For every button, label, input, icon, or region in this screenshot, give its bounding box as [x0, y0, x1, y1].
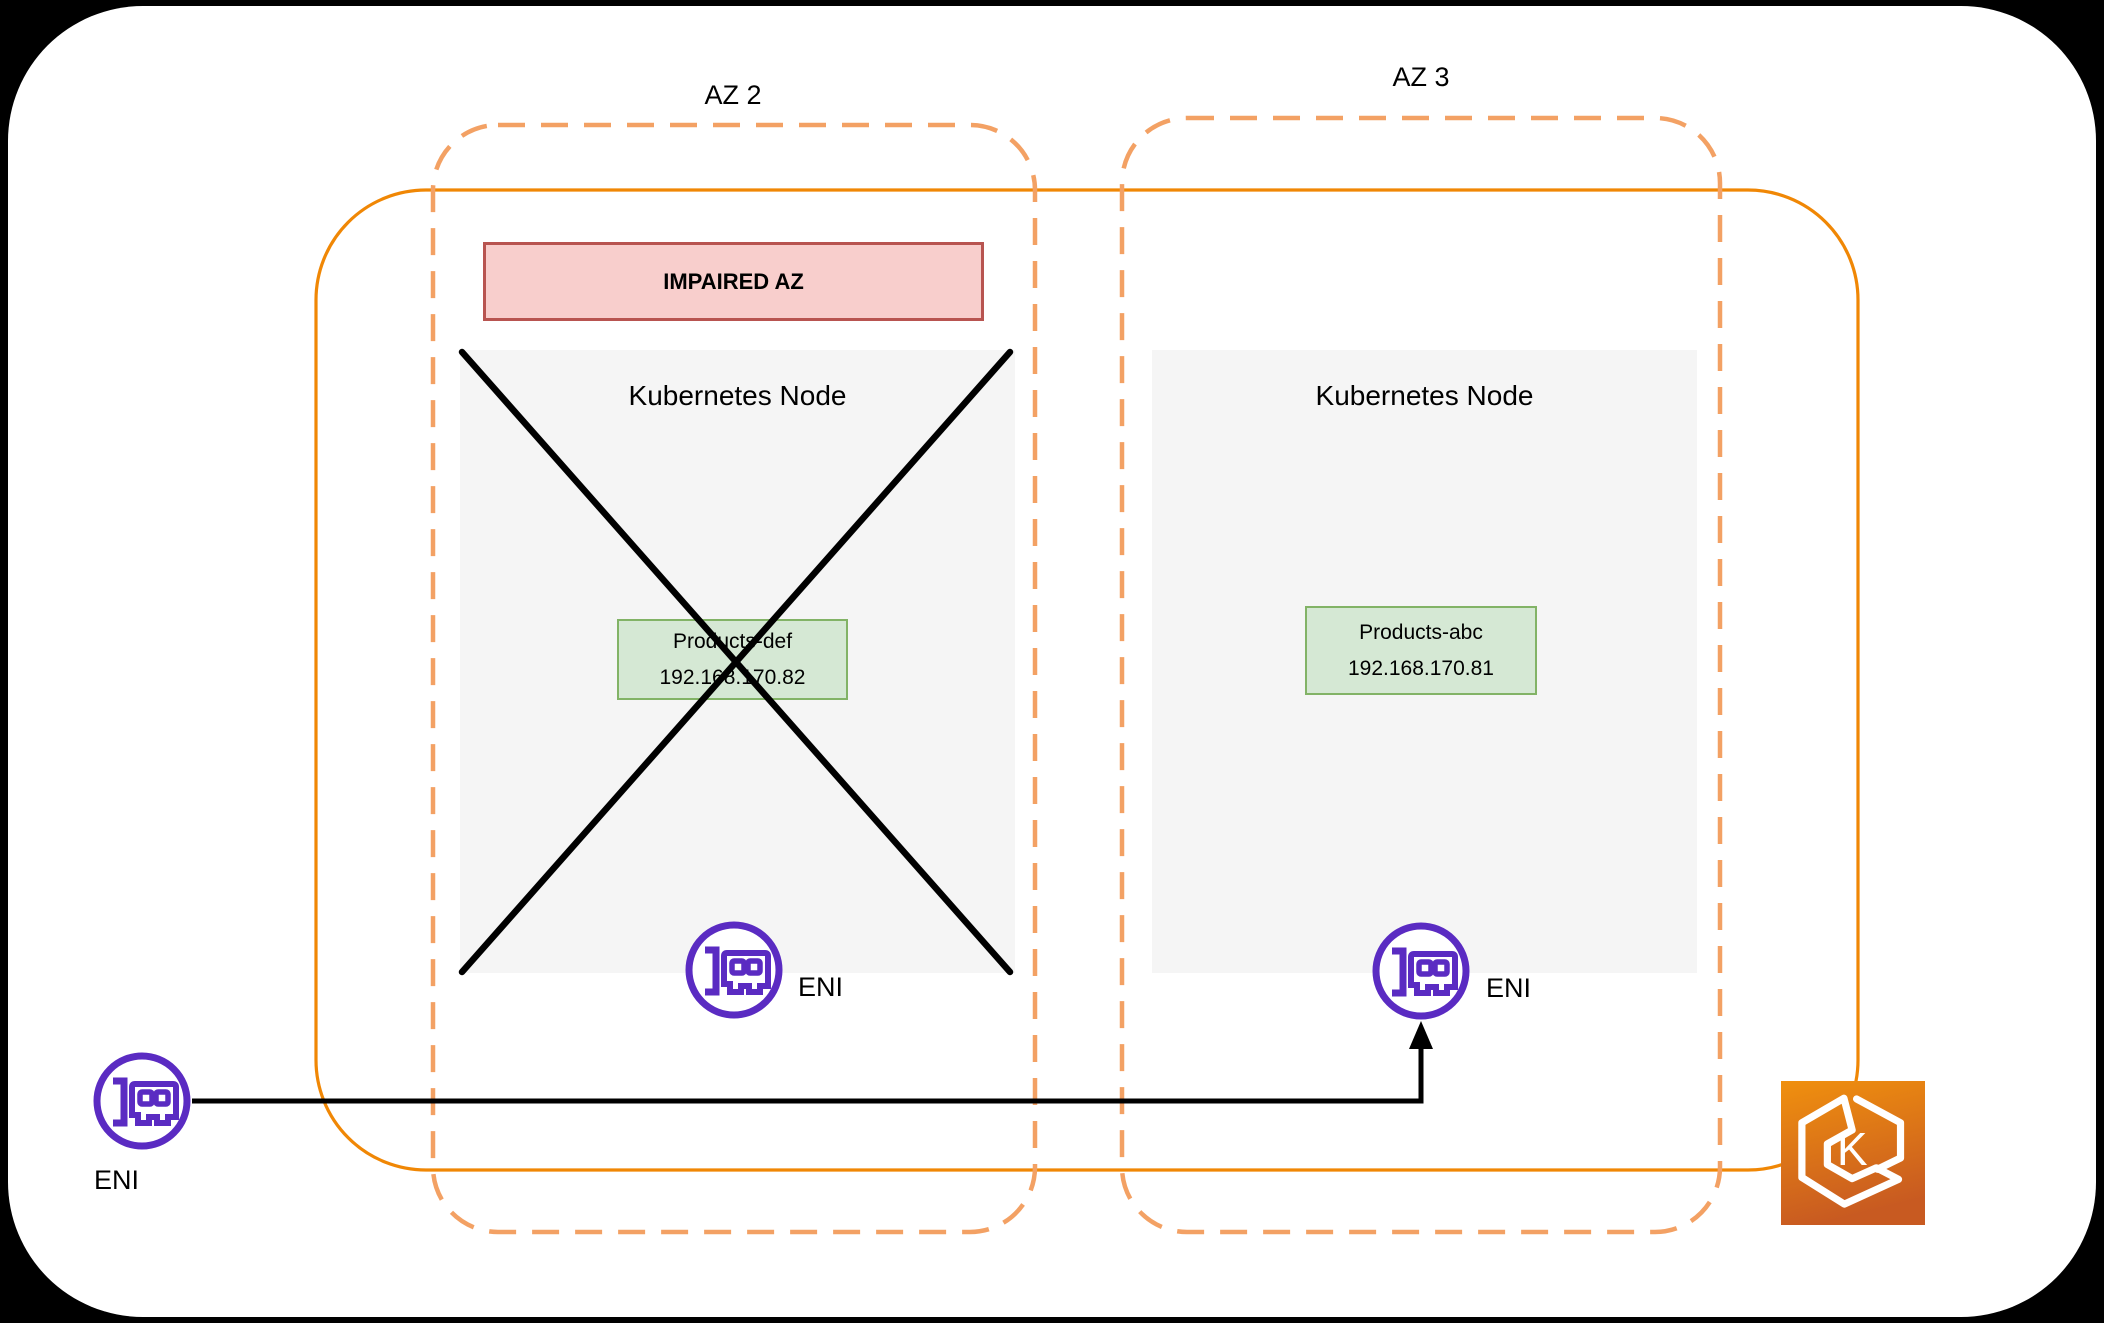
eni-label-right-node: ENI [1486, 973, 1532, 1003]
impaired-az-banner-text: IMPAIRED AZ [663, 268, 804, 294]
az2-label: AZ 2 [704, 80, 762, 110]
az3-label: AZ 3 [1392, 62, 1450, 92]
eni-label-external: ENI [94, 1165, 140, 1195]
impaired-az-banner: IMPAIRED AZ [483, 242, 984, 321]
node-title-left: Kubernetes Node [628, 380, 847, 411]
pod-products-abc: Products-abc 192.168.170.81 [1305, 606, 1537, 695]
eni-label-left-node: ENI [798, 972, 844, 1002]
pod-name: Products-def [672, 629, 793, 653]
pod-ip: 192.168.170.81 [1348, 656, 1494, 680]
pod-name: Products-abc [1359, 620, 1483, 644]
pod-products-def: Products-def 192.168.170.82 [617, 619, 848, 700]
diagram-sheet [8, 6, 2096, 1317]
node-title-right: Kubernetes Node [1315, 380, 1534, 411]
pod-ip: 192.168.170.82 [659, 665, 806, 689]
